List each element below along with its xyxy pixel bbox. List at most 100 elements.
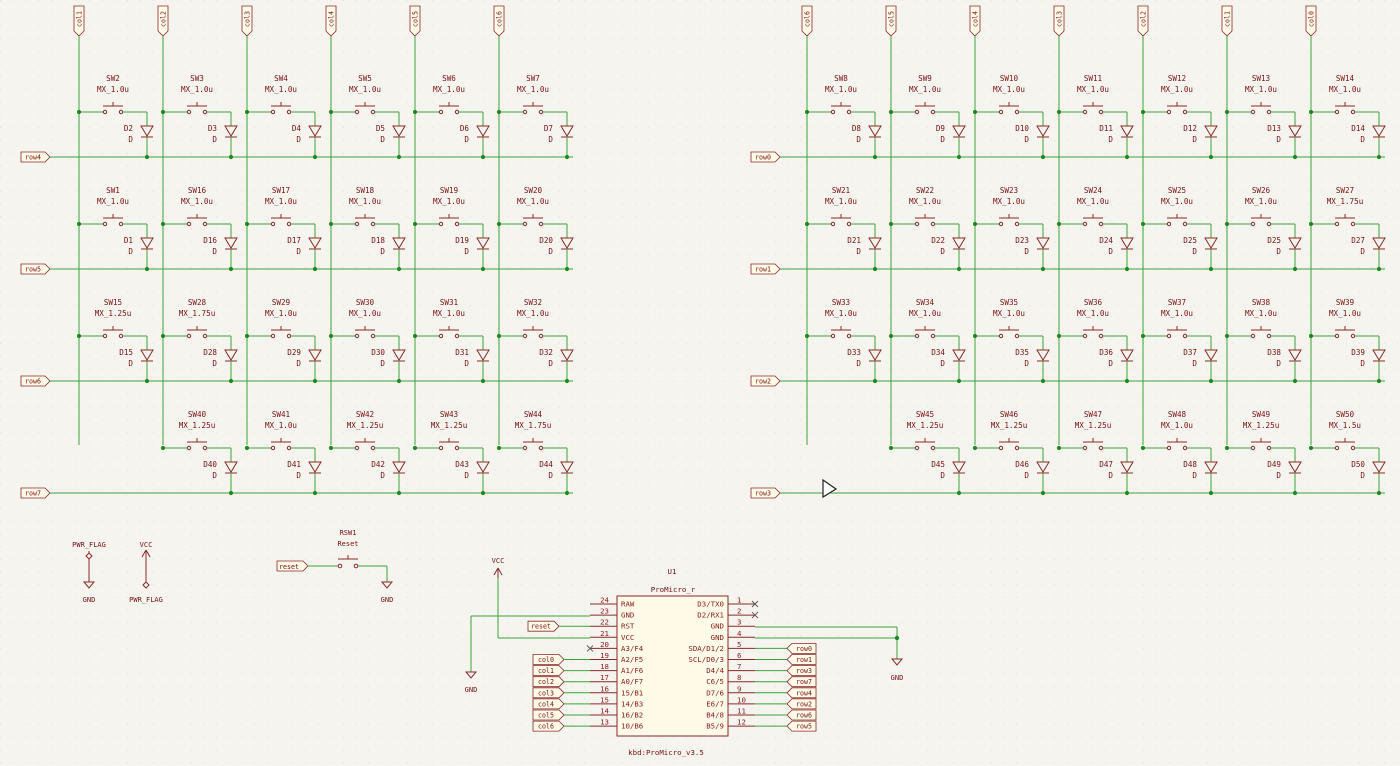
mcu-vcc-symbol[interactable] [493,567,503,578]
pin-net-label[interactable] [527,620,560,632]
pin-net-label[interactable] [532,698,565,710]
column-net-label[interactable] [1137,5,1149,37]
column-col1[interactable]: col1 [1221,5,1233,445]
reset-gnd-symbol[interactable] [380,581,394,589]
row-net-label[interactable] [750,375,781,387]
row-row3[interactable]: row3SW45MX_1.25uD45DSW46MX_1.25uD46DSW47… [750,410,1386,499]
column-net-label[interactable] [73,5,85,37]
column-net-label[interactable] [801,5,813,37]
row-net-label[interactable] [20,263,51,275]
mcu-pin-right[interactable]: 1D3/TX0 [697,596,759,609]
column-col4[interactable]: col4 [969,5,981,445]
mcu-gnd-right-symbol[interactable] [890,658,904,666]
row-row2[interactable]: row2SW33MX_1.0uD33DSW34MX_1.0uD34DSW35MX… [750,298,1386,387]
row-row5[interactable]: row5SW1MX_1.0uD1DSW16MX_1.0uD16DSW17MX_1… [20,186,574,275]
column-net-label[interactable] [885,5,897,37]
row-net-label[interactable] [750,151,781,163]
column-net-label[interactable] [1221,5,1233,37]
mcu-gnd-left-symbol[interactable] [464,671,478,679]
reset-switch[interactable]: RSW1 Reset reset GND [276,529,394,604]
column-col6[interactable]: col6 [801,5,813,445]
row-net-label[interactable] [20,375,51,387]
column-col3[interactable]: col3 [1053,5,1065,445]
column-net-label[interactable] [969,5,981,37]
pin-net-label[interactable] [532,654,565,665]
row-net-label[interactable] [20,151,51,163]
column-col2[interactable]: col2 [1137,5,1149,445]
column-col4[interactable]: col4 [325,5,337,445]
column-col1[interactable]: col1 [73,5,85,445]
row-row7[interactable]: row7SW40MX_1.25uD40DSW41MX_1.0uD41DSW42M… [20,410,574,499]
pin-net-label[interactable] [786,654,817,665]
pin-net-label[interactable] [532,676,565,688]
column-col0[interactable]: col0 [1305,5,1317,445]
row-row1[interactable]: row1SW21MX_1.0uD21DSW22MX_1.0uD22DSW23MX… [750,186,1386,275]
row-net-label[interactable] [20,487,51,499]
vcc-symbol[interactable] [141,549,151,582]
row-row6[interactable]: row6SW15MX_1.25uD15DSW28MX_1.75uD28DSW29… [20,298,574,387]
row-net-label[interactable] [750,487,781,499]
column-col6[interactable]: col6 [493,5,505,445]
pin-net-label[interactable] [786,643,817,654]
column-col5[interactable]: col5 [885,5,897,445]
pin-net-label[interactable] [786,720,817,732]
pin-net-label[interactable] [532,665,565,676]
pin-net-label[interactable] [532,687,565,699]
gnd-symbol[interactable] [82,581,96,589]
pin-net-label[interactable] [786,687,817,699]
column-net-label[interactable] [1305,5,1317,37]
mcu-pin-right[interactable]: 2D2/RX1 [697,607,759,620]
pin-net-label[interactable] [786,676,817,688]
